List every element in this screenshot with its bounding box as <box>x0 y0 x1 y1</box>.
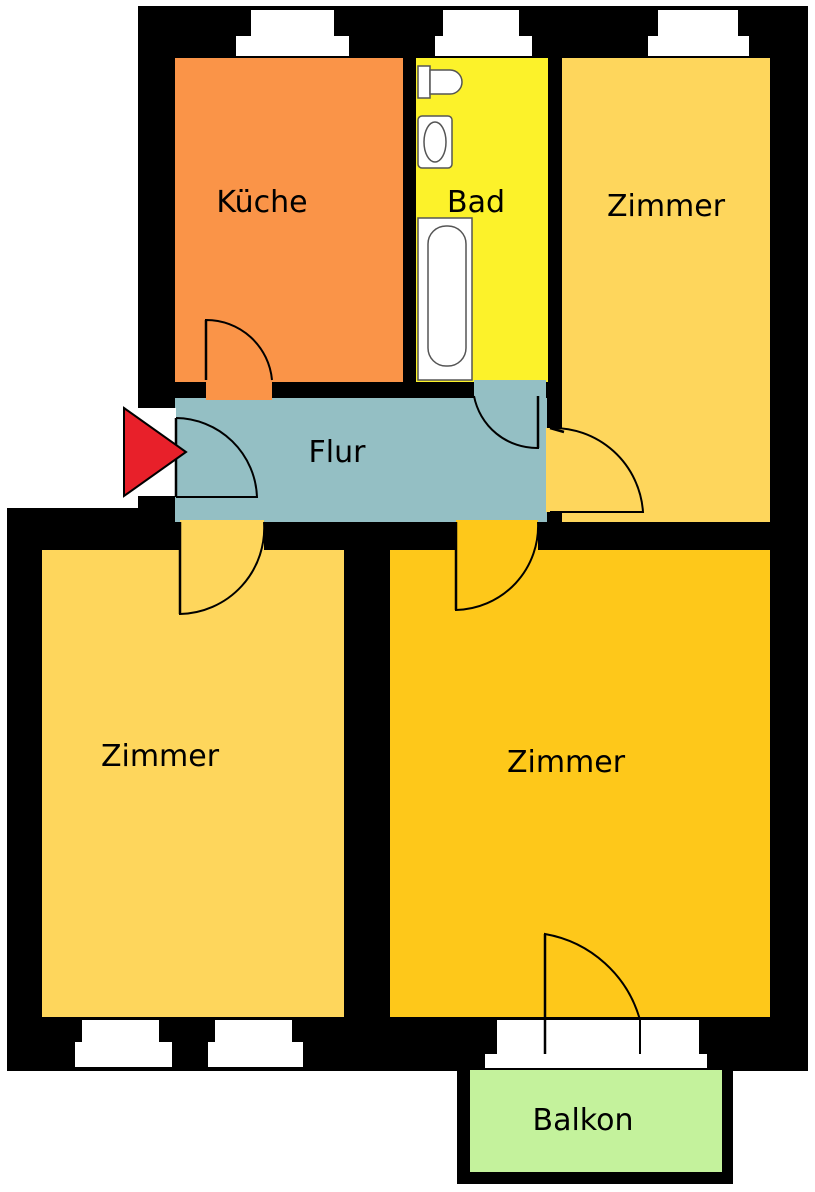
room-labels: Küche Bad Zimmer Flur Zimmer Zimmer Balk… <box>101 185 726 1138</box>
opening-kitchen <box>206 380 272 400</box>
window-room-ne-sill <box>648 36 749 56</box>
label-room-se: Zimmer <box>507 745 626 780</box>
window-room-sw-1-sill <box>75 1042 172 1067</box>
window-room-sw-2-sill <box>208 1042 303 1067</box>
window-kitchen-sill <box>236 36 349 56</box>
toilet-icon <box>417 65 463 99</box>
room-balcony <box>470 1070 722 1172</box>
door-openings <box>138 380 564 552</box>
windows <box>75 10 749 1068</box>
label-room-ne: Zimmer <box>607 189 726 224</box>
label-hall: Flur <box>309 435 367 470</box>
door-balcony <box>544 932 641 1054</box>
door-room-se <box>455 521 540 612</box>
label-kitchen: Küche <box>216 185 307 220</box>
window-room-ne <box>658 10 738 36</box>
window-room-sw-2 <box>215 1020 292 1042</box>
opening-room-sw <box>180 520 264 552</box>
door-room-ne <box>549 426 645 513</box>
label-balcony: Balkon <box>533 1103 634 1138</box>
window-bath <box>443 10 519 36</box>
window-kitchen <box>251 10 334 36</box>
window-bath-sill <box>435 36 532 56</box>
entrance-arrow-icon <box>123 406 188 498</box>
window-balcony-door <box>497 1020 699 1054</box>
door-room-sw <box>179 521 266 616</box>
doors <box>174 318 645 1054</box>
door-entrance <box>175 417 259 498</box>
opening-bath <box>474 380 546 400</box>
room-hall <box>175 398 547 522</box>
room-se <box>390 550 770 1017</box>
door-kitchen <box>205 318 273 381</box>
bathtub-icon <box>417 217 473 381</box>
sink-icon <box>417 115 453 169</box>
room-kitchen <box>175 58 403 382</box>
bath-fixtures <box>417 65 473 381</box>
room-sw <box>42 550 344 1017</box>
door-bath <box>473 395 539 450</box>
opening-room-ne <box>546 428 564 512</box>
room-ne <box>562 58 770 522</box>
label-bath: Bad <box>447 185 505 220</box>
label-room-sw: Zimmer <box>101 739 220 774</box>
window-room-sw-1 <box>82 1020 159 1042</box>
window-balcony-door-sill <box>485 1054 707 1068</box>
opening-room-se <box>456 520 538 552</box>
